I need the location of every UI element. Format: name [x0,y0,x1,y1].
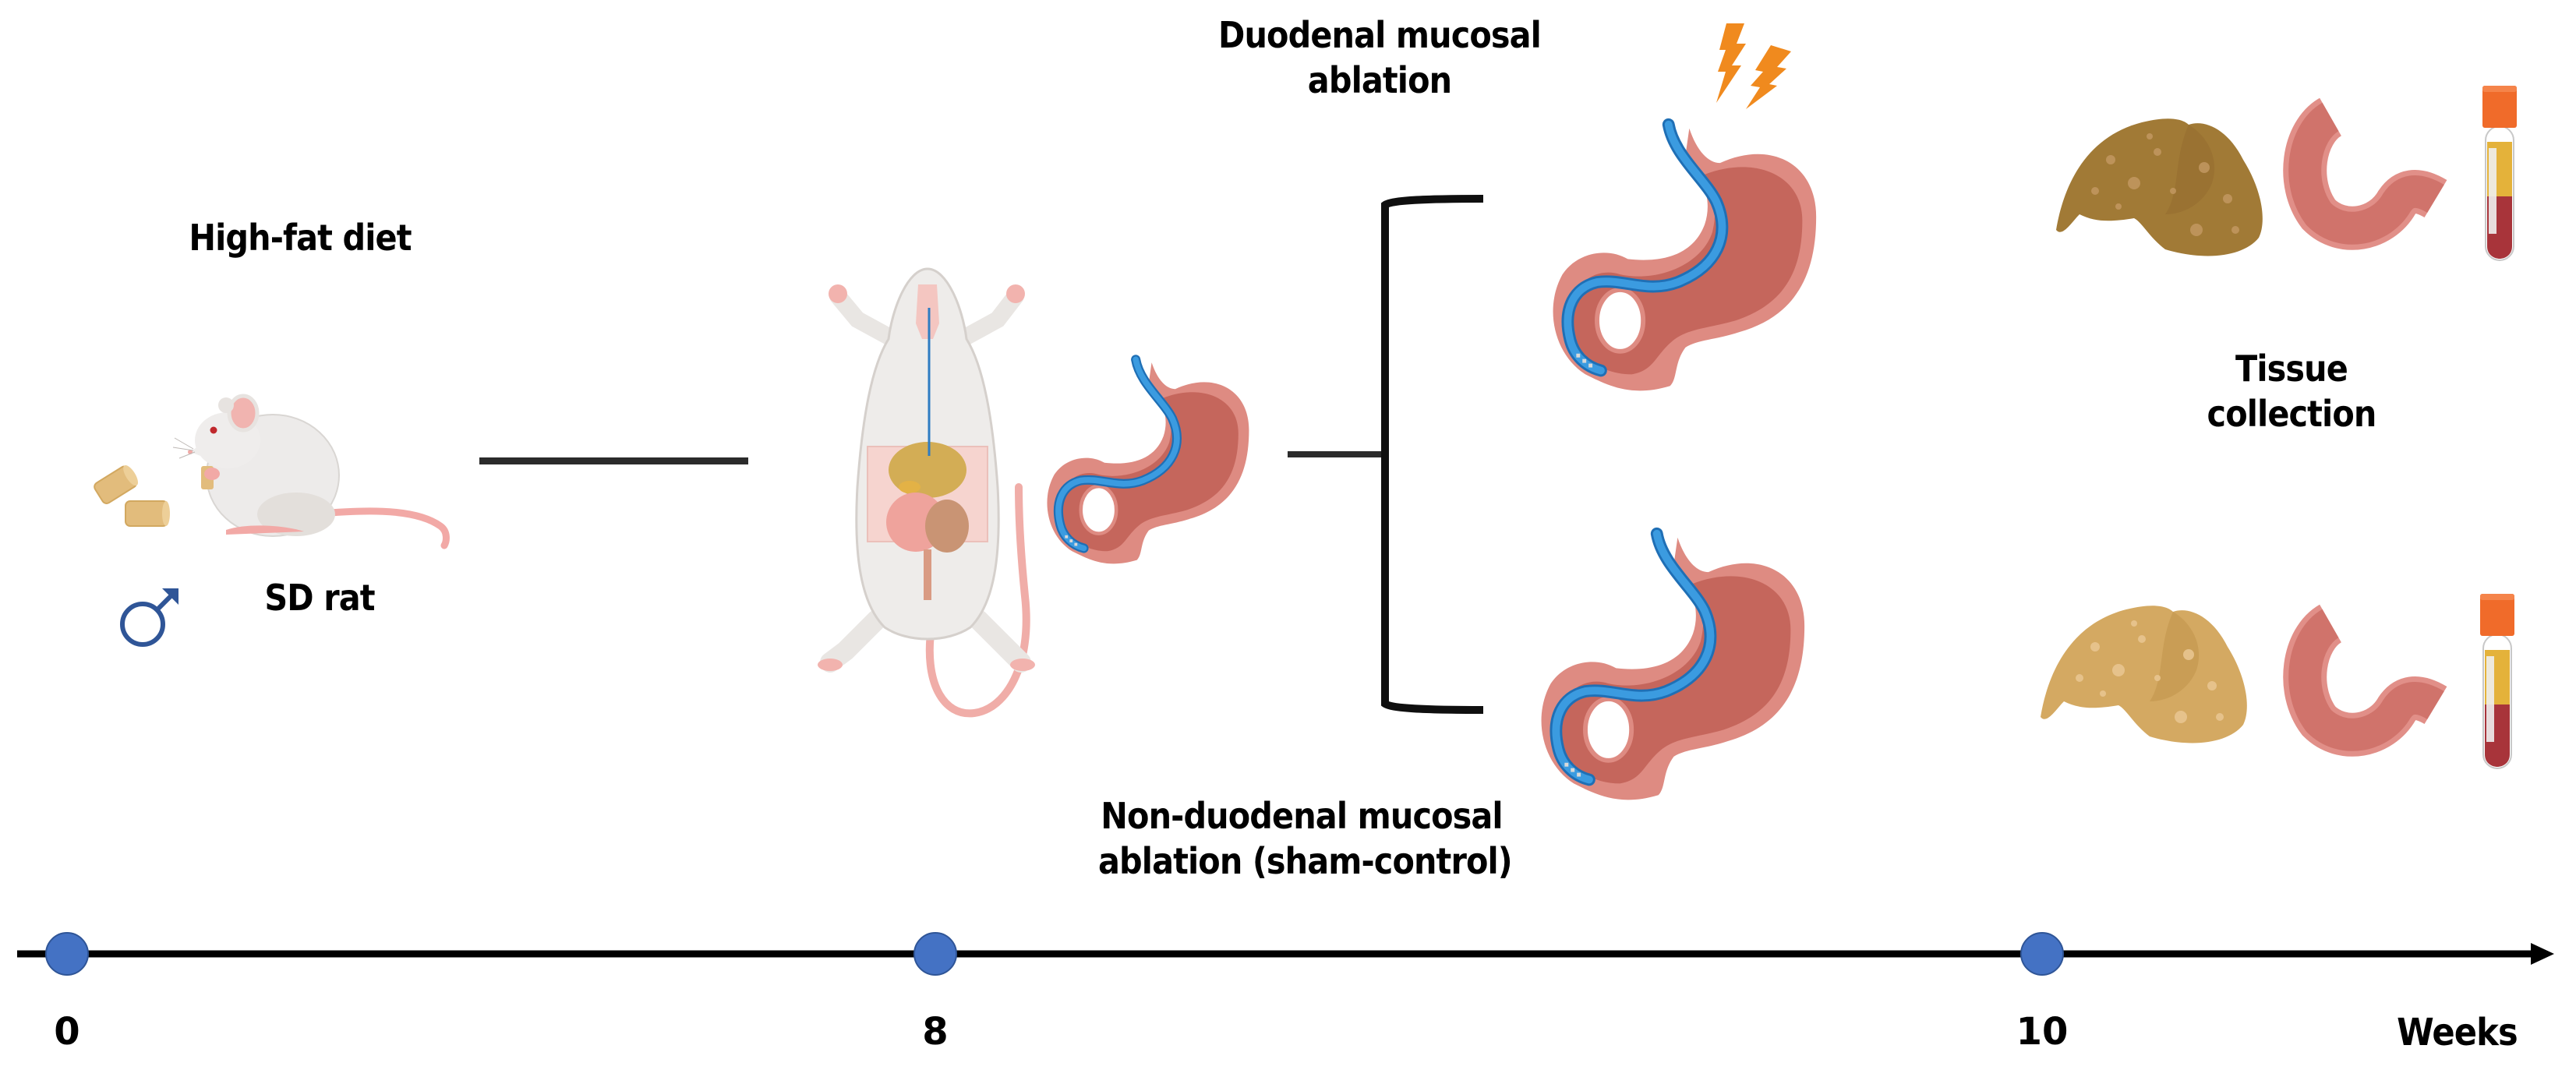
high-fat-diet-text: High-fat diet [189,217,412,259]
sham-control-line2: ablation (sham-control) [1098,840,1513,882]
high-fat-diet-label: High-fat diet [171,215,430,260]
duodenal-ablation-label: Duodenal mucosal ablation [1204,12,1555,103]
timeline-tick-label-week-8: 8 [922,1010,949,1054]
blood-tube-icon [2480,594,2514,769]
tissue-collection-line2: collection [2207,393,2377,435]
connector-line [479,457,748,464]
blood-tube-icon [2482,86,2517,261]
timeline-tick-label-week-10: 10 [2016,1010,2069,1054]
stomach-catheter-icon [1539,105,1824,405]
male-symbol-icon [120,588,178,647]
connector-line [1288,451,1383,457]
sham-control-line1: Non-duodenal mucosal [1101,795,1503,837]
weeks-axis-label: Weeks [2392,1010,2522,1055]
dissected-rat-icon [818,267,1035,718]
group-bracket [1381,195,1484,714]
tissue-collection-label: Tissue collection [2172,346,2411,436]
lightning-icon [1716,23,1791,109]
food-pellet-icon [94,464,170,527]
tissue-collection-line1: Tissue [2235,348,2348,390]
timeline-dot-week-8 [913,932,957,976]
timeline-axis [17,932,2554,976]
stomach-catheter-icon [1528,518,1812,810]
timeline-dot-week-10 [2020,932,2064,976]
sd-rat-text: SD rat [264,577,375,619]
sham-control-label: Non-duodenal mucosal ablation (sham-cont… [1098,793,1513,884]
timeline-arrowhead [2531,943,2554,965]
rat-eating-icon [172,394,450,549]
liver-icon [2056,118,2263,256]
duodenal-ablation-line2: ablation [1307,59,1452,101]
timeline-tick-label-week-0: 0 [54,1010,80,1054]
timeline-dot-week-0 [45,932,89,976]
sd-rat-label: SD rat [242,575,397,620]
intestine-icon [2283,604,2447,757]
weeks-text: Weeks [2397,1011,2518,1054]
liver-icon [2041,606,2247,743]
stomach-catheter-icon [1037,343,1255,577]
intestine-icon [2283,97,2447,250]
duodenal-ablation-line1: Duodenal mucosal [1218,14,1542,56]
